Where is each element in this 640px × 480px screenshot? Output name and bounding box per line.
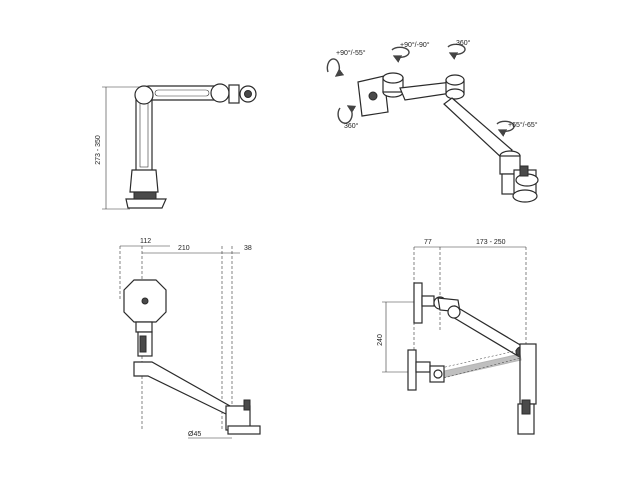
iso-rot-screen: 360° (344, 122, 359, 130)
iso-rot-joint: 360° (456, 39, 471, 47)
profile-view: 77 173 - 250 240 (377, 239, 537, 435)
rotate-screen-icon (337, 105, 357, 124)
side-height-label: 273 - 350 (95, 135, 102, 165)
top-dim-a: 112 (140, 238, 151, 245)
top-dim-pole: Ø45 (188, 431, 201, 438)
profile-dim-b: 173 - 250 (476, 239, 506, 246)
rotate-joint-icon (447, 43, 466, 60)
rotate-tilt-icon (326, 58, 345, 77)
rotate-pan-icon (391, 46, 410, 63)
top-view: 112 210 38 Ø45 (119, 238, 261, 439)
iso-rot-base: +65°/-65° (508, 121, 538, 129)
rotate-base-icon (496, 120, 515, 137)
side-view: 273 - 350 (95, 83, 257, 210)
top-dim-b: 210 (178, 245, 190, 252)
iso-view: +90°/-55° +90°/-90° 360° 360° +65°/-65° (326, 39, 539, 203)
profile-dim-a: 77 (424, 239, 432, 246)
iso-rot-tilt: +90°/-55° (336, 49, 366, 57)
iso-rot-pan: +90°/-90° (400, 41, 430, 49)
profile-dim-height: 240 (377, 334, 384, 346)
top-dim-c: 38 (244, 245, 252, 252)
